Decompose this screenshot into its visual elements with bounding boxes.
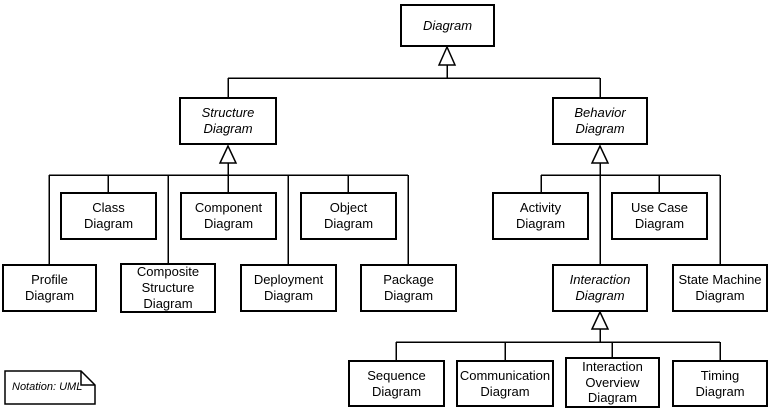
node-structure-diagram: Structure Diagram	[179, 97, 277, 145]
generalization-connector-interaction	[395, 329, 721, 360]
node-label: Communication Diagram	[459, 367, 551, 399]
node-label: Object Diagram	[323, 200, 374, 231]
generalization-arrow-diagram	[437, 45, 457, 66]
generalization-arrow-structure	[218, 144, 238, 164]
node-label: Component Diagram	[194, 200, 263, 231]
node-label: Diagram	[422, 17, 473, 33]
node-sequence-diagram: Sequence Diagram	[348, 360, 445, 407]
note-shape	[4, 370, 96, 405]
node-interaction-overview-diagram: Interaction Overview Diagram	[565, 357, 660, 408]
node-deployment-diagram: Deployment Diagram	[240, 264, 337, 312]
node-label: Behavior Diagram	[574, 105, 626, 136]
node-timing-diagram: Timing Diagram	[672, 360, 768, 407]
node-state-machine-diagram: State Machine Diagram	[672, 264, 768, 312]
node-label: Activity Diagram	[515, 200, 566, 231]
node-class-diagram: Class Diagram	[60, 192, 157, 240]
node-label: Composite Structure Diagram	[136, 264, 200, 311]
generalization-connector-behavior	[540, 163, 721, 264]
node-label: Sequence Diagram	[367, 367, 426, 399]
node-composite-structure-diagram: Composite Structure Diagram	[120, 263, 216, 313]
node-label: Interaction Overview Diagram	[582, 358, 643, 406]
node-interaction-diagram: Interaction Diagram	[552, 264, 648, 312]
node-label: Class Diagram	[83, 200, 134, 231]
node-label: Profile Diagram	[24, 272, 75, 303]
node-component-diagram: Component Diagram	[180, 192, 277, 240]
generalization-arrow-interaction	[590, 310, 610, 330]
node-object-diagram: Object Diagram	[300, 192, 397, 240]
generalization-connector-diagram	[227, 65, 601, 97]
node-diagram: Diagram	[400, 4, 495, 47]
node-package-diagram: Package Diagram	[360, 264, 457, 312]
node-label: Structure Diagram	[201, 105, 255, 136]
node-profile-diagram: Profile Diagram	[2, 264, 97, 312]
node-label: Interaction Diagram	[569, 272, 631, 303]
node-label: Use Case Diagram	[630, 200, 689, 231]
node-use-case-diagram: Use Case Diagram	[611, 192, 708, 240]
node-communication-diagram: Communication Diagram	[456, 360, 554, 407]
node-label: Timing Diagram	[695, 367, 745, 399]
notation-note-text: Notation: UML	[12, 381, 83, 393]
generalization-connector-structure	[48, 163, 409, 264]
node-label: State Machine Diagram	[678, 272, 762, 303]
node-activity-diagram: Activity Diagram	[492, 192, 589, 240]
generalization-arrow-behavior	[590, 144, 610, 164]
node-label: Deployment Diagram	[253, 272, 324, 303]
node-label: Package Diagram	[383, 272, 434, 303]
node-behavior-diagram: Behavior Diagram	[552, 97, 648, 145]
